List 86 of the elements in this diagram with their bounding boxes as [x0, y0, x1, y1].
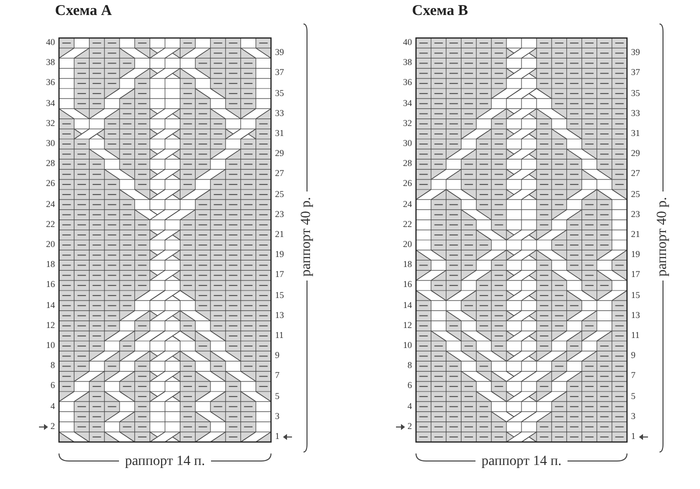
row-number: 28 [403, 159, 412, 168]
row-number: 29 [631, 149, 640, 158]
row-number: 5 [275, 392, 280, 401]
repeat-label: раппорт 40 р. [300, 196, 314, 276]
row-number: 3 [631, 412, 636, 421]
row-number: 34 [46, 98, 55, 108]
repeat-label: раппорт 40 р. [656, 196, 670, 276]
row-number: 14 [403, 300, 412, 310]
row-number: 27 [631, 169, 640, 178]
row-number: 1 [631, 432, 636, 441]
row-number: 16 [46, 280, 55, 290]
row-number: 13 [631, 310, 640, 320]
row-number: 34 [403, 98, 412, 108]
row-number: 1 [275, 432, 280, 441]
row-number: 24 [46, 200, 55, 209]
row-number: 11 [275, 330, 284, 340]
row-number: 19 [275, 250, 284, 260]
row-number: 13 [275, 310, 284, 320]
row-number: 33 [631, 108, 640, 118]
row-number: 20 [46, 240, 55, 250]
row-number: 4 [408, 402, 412, 411]
row-number: 40 [46, 38, 55, 48]
row-number: 37 [631, 68, 640, 78]
row-number: 37 [275, 68, 284, 78]
row-number: 19 [631, 250, 640, 260]
row-number: 18 [46, 260, 55, 270]
row-number: 16 [403, 280, 412, 290]
row-number: 39 [631, 48, 640, 58]
row-number: 8 [408, 361, 412, 370]
row-number: 35 [631, 88, 640, 98]
row-number: 7 [275, 371, 280, 380]
row-number: 23 [631, 210, 640, 219]
repeat-label: раппорт 14 п. [125, 455, 205, 469]
row-number: 40 [403, 38, 412, 48]
row-number: 5 [631, 392, 636, 401]
row-number: 39 [275, 48, 284, 58]
row-number: 18 [403, 260, 412, 270]
row-number: 25 [631, 190, 640, 199]
row-number: 23 [275, 210, 284, 219]
row-number: 3 [275, 412, 280, 421]
row-number: 15 [275, 290, 284, 300]
row-number: 36 [403, 78, 412, 88]
row-number: 6 [408, 381, 412, 390]
row-number: 12 [46, 320, 55, 330]
row-number: 2 [408, 422, 412, 431]
row-number: 38 [403, 58, 412, 68]
repeat-label: раппорт 14 п. [482, 455, 562, 469]
row-number: 22 [403, 220, 412, 229]
row-number: 12 [403, 320, 412, 330]
row-number: 10 [46, 341, 55, 350]
row-number: 22 [46, 220, 55, 229]
row-number: 20 [403, 240, 412, 250]
row-number: 30 [46, 139, 55, 148]
row-number: 14 [46, 300, 55, 310]
row-number: 33 [275, 108, 284, 118]
row-number: 27 [275, 169, 284, 178]
row-number: 30 [403, 139, 412, 148]
row-number: 17 [631, 270, 640, 280]
row-number: 7 [631, 371, 636, 380]
row-number: 38 [46, 58, 55, 68]
row-number: 31 [631, 128, 640, 138]
row-number: 2 [50, 422, 55, 431]
row-number: 6 [50, 381, 55, 390]
row-number: 26 [403, 179, 412, 188]
row-number: 15 [631, 290, 640, 300]
row-number: 28 [46, 159, 55, 168]
row-number: 21 [631, 230, 640, 239]
row-number: 17 [275, 270, 284, 280]
row-number: 32 [46, 118, 55, 128]
row-number: 9 [631, 351, 636, 360]
row-number: 21 [275, 230, 284, 239]
row-number: 32 [403, 118, 412, 128]
row-number: 35 [275, 88, 284, 98]
row-number: 25 [275, 190, 284, 199]
row-number: 11 [631, 330, 640, 340]
row-number: 31 [275, 128, 284, 138]
chart-title: Схема А [55, 4, 112, 19]
row-number: 36 [46, 78, 55, 88]
chart-title: Схема В [412, 4, 468, 19]
row-number: 9 [275, 351, 280, 360]
row-number: 10 [403, 341, 412, 350]
row-number: 8 [50, 361, 55, 370]
row-number: 29 [275, 149, 284, 158]
row-number: 4 [50, 402, 55, 411]
row-number: 26 [46, 179, 55, 188]
row-number: 24 [403, 200, 412, 209]
